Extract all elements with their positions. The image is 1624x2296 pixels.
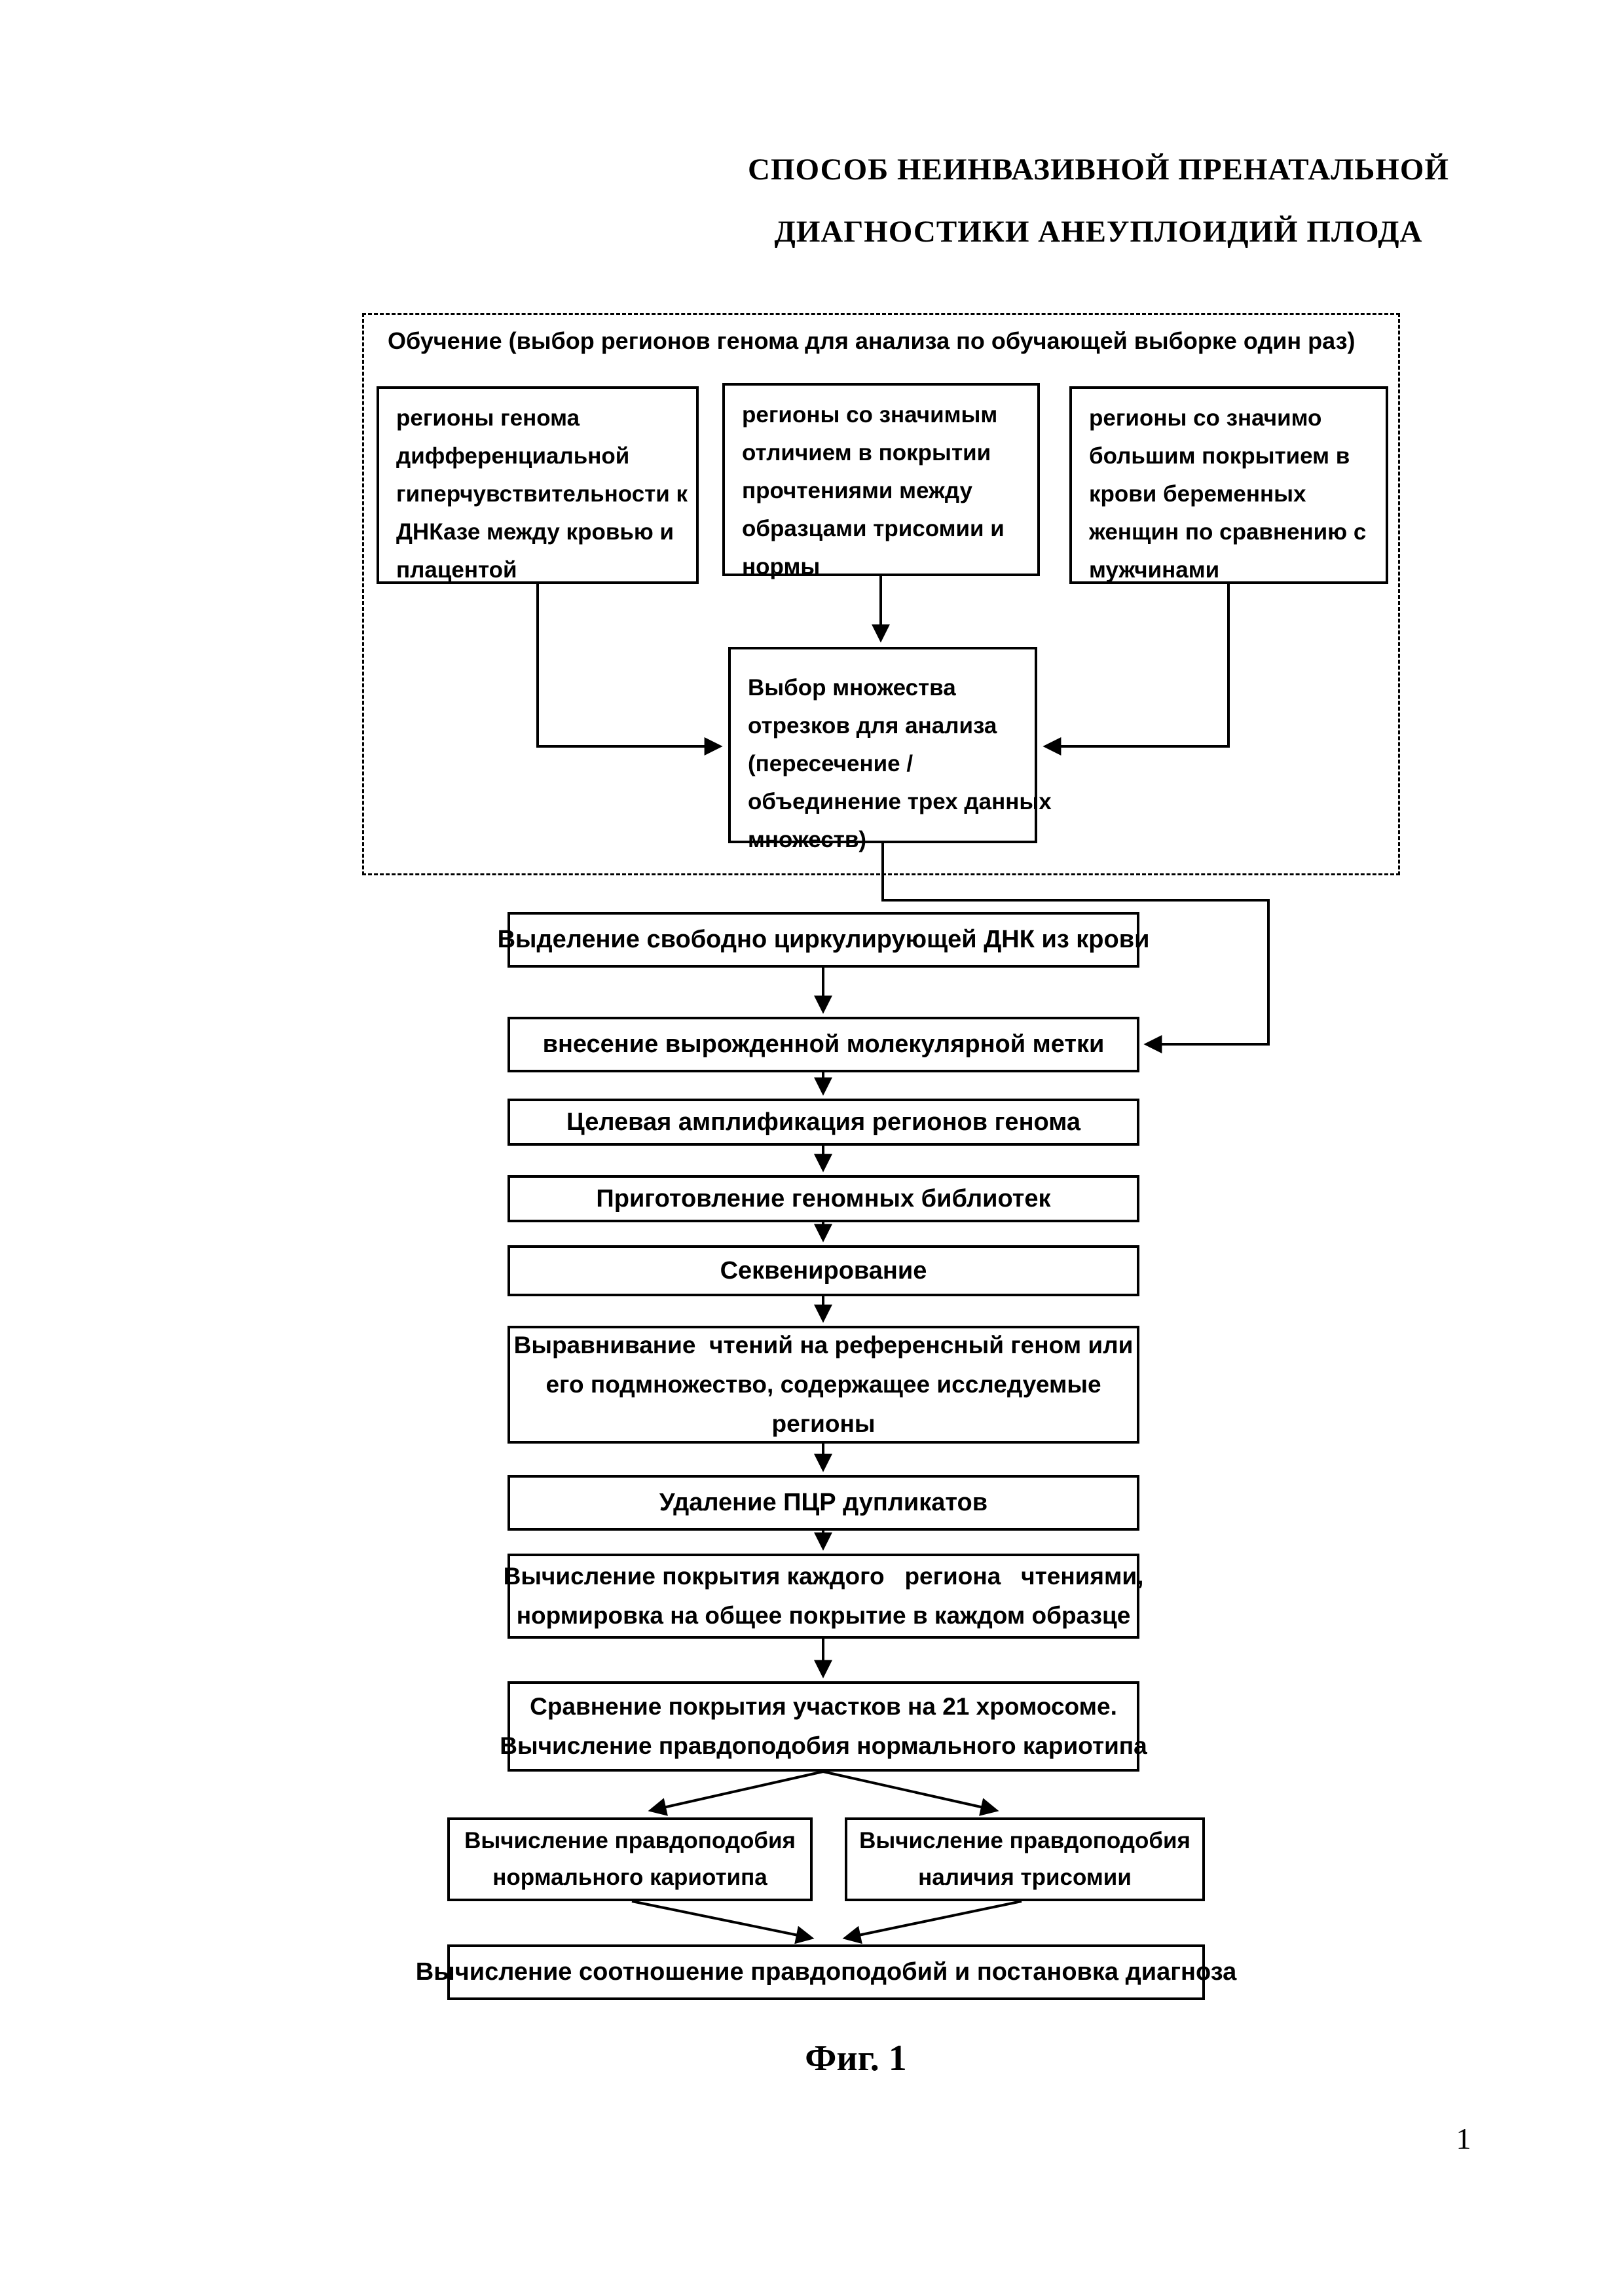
step-target-amplification: Целевая амплификация регионов генома [507, 1099, 1139, 1146]
step-sequencing: Секвенирование [507, 1245, 1139, 1296]
step-coverage-compare: Сравнение покрытия участков на 21 хромос… [500, 1681, 1147, 1772]
training-section [362, 313, 1400, 875]
page-number: 1 [1456, 2122, 1471, 2155]
step-read-alignment: Выравнивание чтений на референсный геном… [507, 1326, 1139, 1444]
step-library-prep: Приготовление геномных библиотек [507, 1175, 1139, 1222]
step-molecular-tag: внесение вырожденной молекулярной метки [507, 1017, 1139, 1072]
step-coverage-calc: Вычисление покрытия каждого региона чтен… [504, 1554, 1143, 1639]
page-title-line2: ДИАГНОСТИКИ АНЕУПЛОИДИЙ ПЛОДА [774, 215, 1423, 249]
page-title: СПОСОБ НЕИНВАЗИВНОЙ ПРЕНАТАЛЬНОЙ ДИАГНОС… [704, 139, 1493, 263]
figure-caption: Фиг. 1 [805, 2038, 907, 2079]
training-label: Обучение (выбор регионов генома для анал… [388, 327, 1356, 354]
step-pcr-dedup: Удаление ПЦР дупликатов [507, 1475, 1139, 1531]
page-title-line1: СПОСОБ НЕИНВАЗИВНОЙ ПРЕНАТАЛЬНОЙ [748, 153, 1449, 187]
step-dna-extraction: Выделение свободно циркулирующей ДНК из … [498, 912, 1149, 968]
box-diagnosis: Вычисление соотношение правдоподобий и п… [416, 1944, 1236, 2000]
